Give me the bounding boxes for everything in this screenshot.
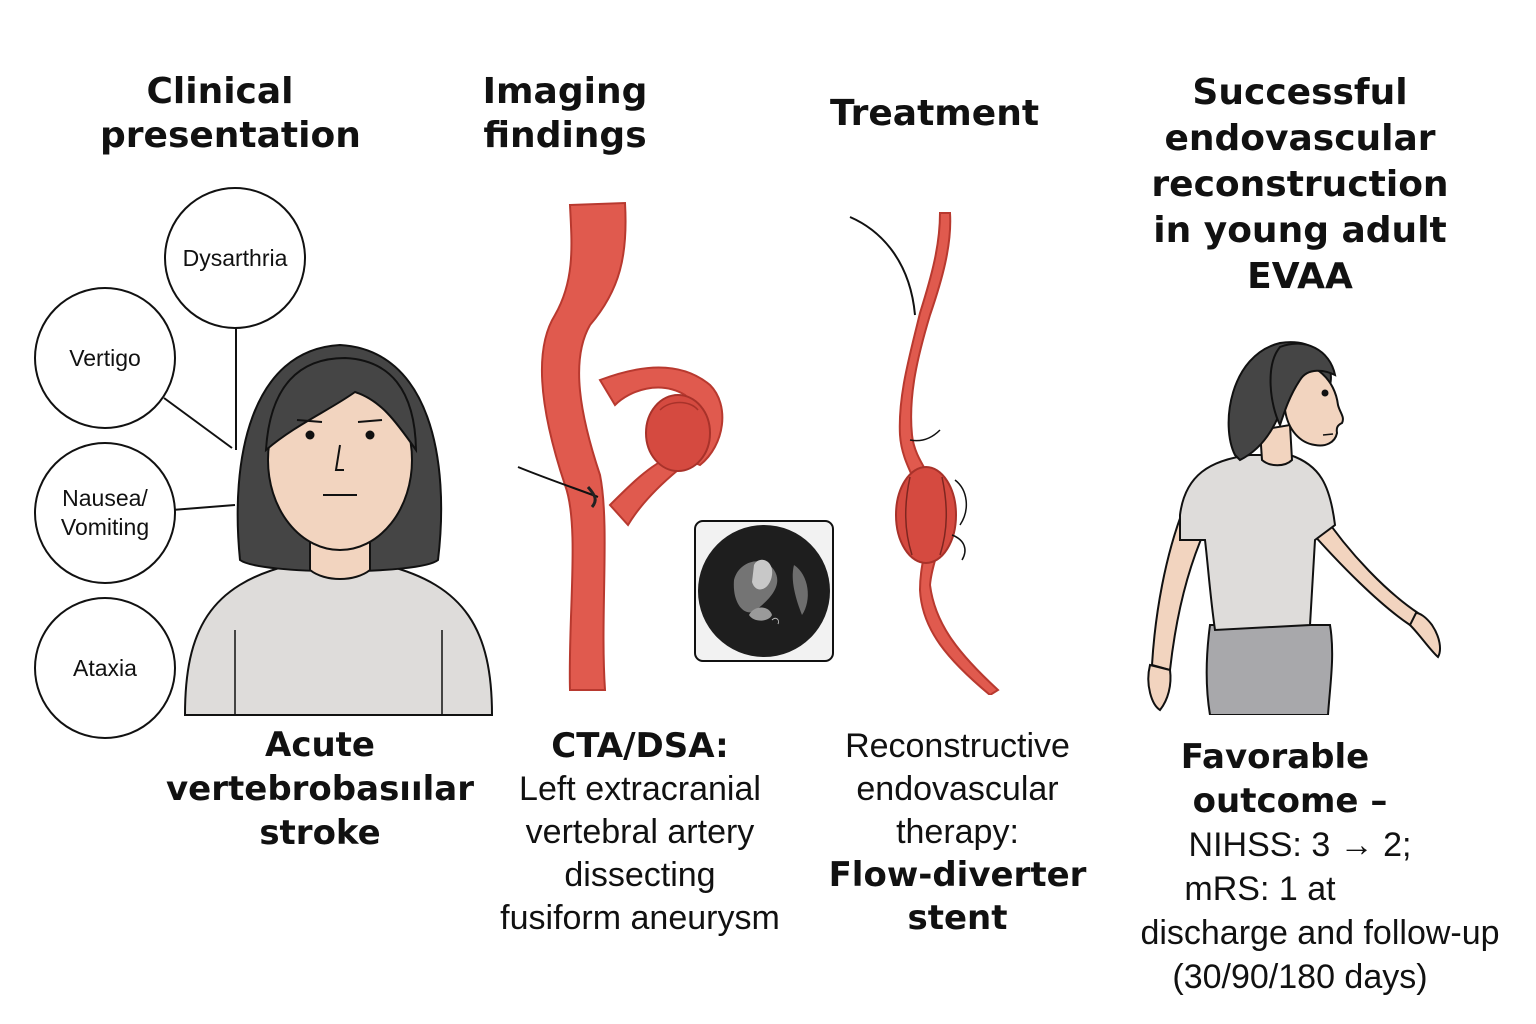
caption-line: mRS: 1 at: [1184, 870, 1336, 908]
title-line: Imaging: [482, 71, 648, 112]
panel-3-title: Treatment: [830, 92, 1040, 136]
panel-1-caption: Acute vertebrobasıılar stroke: [160, 723, 480, 855]
symptom-ataxia: Ataxia: [34, 597, 176, 739]
caption-line: stroke: [259, 813, 381, 853]
caption-line: Flow-diverter: [828, 855, 1087, 895]
symptom-dysarthria: Dysarthria: [164, 187, 306, 329]
panel-2-title: Imaging findings: [450, 70, 680, 158]
caption-line: vertebrobasıılar: [166, 769, 474, 809]
symptom-vertigo: Vertigo: [34, 287, 176, 429]
patient-illustration: [183, 343, 494, 716]
caption-line: dissecting: [564, 856, 716, 894]
panel-1-title: Clinical presentation: [100, 70, 361, 158]
panel-4-title: Successful endovascular reconstruction i…: [1140, 70, 1460, 300]
symptom-nausea-vomiting: Nausea/ Vomiting: [34, 442, 176, 584]
caption-line: discharge and follow-up: [1140, 914, 1500, 952]
caption-line: Acute: [265, 725, 375, 765]
symptom-label: Ataxia: [73, 654, 137, 681]
caption-line: vertebral artery: [525, 813, 755, 851]
title-line: reconstruction: [1151, 164, 1449, 205]
symptom-label: Dysarthria: [182, 244, 288, 271]
caption-line: NIHSS: 3 → 2;: [1188, 826, 1412, 864]
panel-4-caption: Favorable outcome – NIHSS: 3 → 2; mRS: 1…: [1110, 735, 1530, 999]
flow-diverter-stent-illustration: [849, 212, 1000, 695]
title-line: Treatment: [830, 93, 1040, 134]
caption-line: Left extracranial: [519, 770, 761, 808]
caption-line: Reconstructive: [845, 727, 1070, 765]
title-line: Clinical: [146, 71, 294, 112]
symptom-label: Nausea/: [62, 485, 148, 511]
title-line: in young adult: [1153, 210, 1447, 251]
symptom-label: Vertigo: [69, 344, 141, 371]
caption-line: stent: [907, 898, 1008, 938]
panel-3-caption: Reconstructive endovascular therapy: Flo…: [815, 725, 1100, 940]
symptom-label: Vomiting: [60, 514, 150, 540]
caption-line: fusiform aneurysm: [500, 899, 780, 937]
caption-line: Favorable: [1180, 737, 1370, 777]
artery-aneurysm-illustration: [517, 201, 724, 691]
caption-line: therapy:: [896, 813, 1019, 851]
symptom-connectors: [163, 326, 237, 511]
caption-line: (30/90/180 days): [1172, 958, 1428, 996]
title-line: Successful: [1192, 72, 1408, 113]
title-line: EVAA: [1247, 256, 1353, 297]
caption-line: outcome –: [1192, 781, 1388, 821]
caption-line: endovascular: [856, 770, 1059, 808]
title-line: findings: [483, 115, 647, 156]
panel-2-caption: CTA/DSA: Left extracranial vertebral art…: [470, 725, 810, 940]
title-line: presentation: [100, 115, 361, 156]
caption-line: CTA/DSA:: [551, 726, 729, 766]
title-line: endovascular: [1164, 118, 1436, 159]
walking-patient-illustration: [1147, 341, 1441, 715]
dsa-image-inset: [694, 520, 834, 662]
